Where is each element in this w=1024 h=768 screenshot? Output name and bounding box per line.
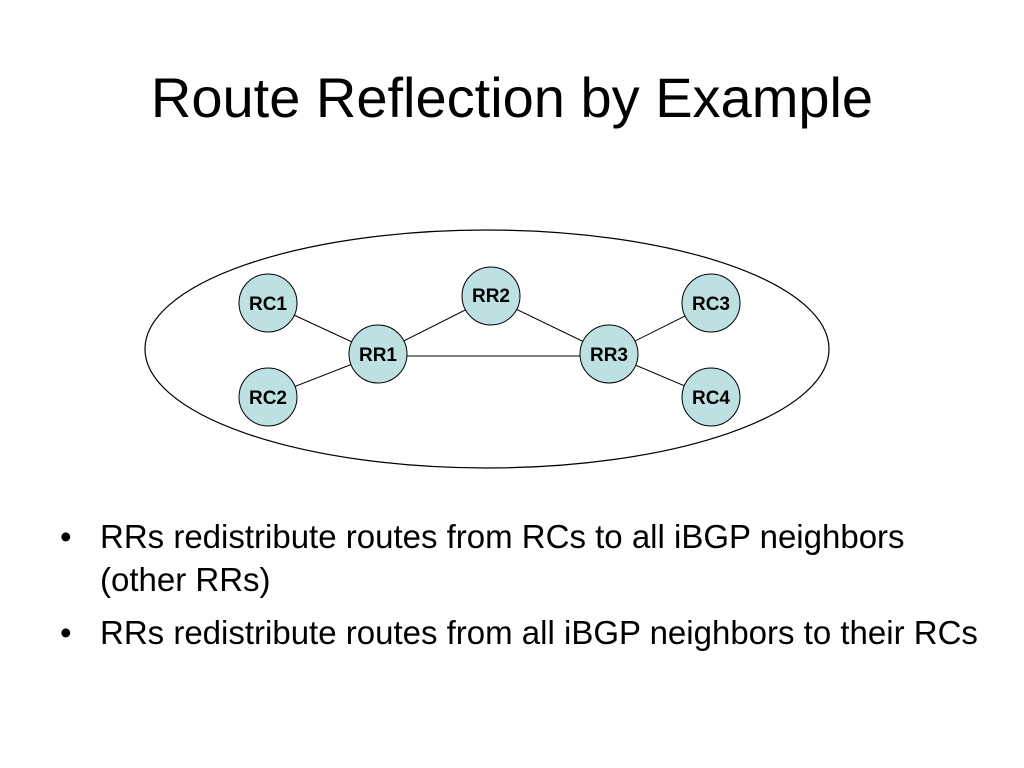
node-rc1-label: RC1 <box>249 294 287 315</box>
node-rr2: RR2 <box>461 266 521 326</box>
node-rc1: RC1 <box>238 273 298 333</box>
node-rc4-circle <box>681 367 741 427</box>
bullet-text: RRs redistribute routes from RCs to all … <box>100 518 905 598</box>
bullet-list: • RRs redistribute routes from RCs to al… <box>60 515 980 664</box>
node-rr3-circle <box>579 324 639 384</box>
node-rr1-circle <box>348 324 408 384</box>
slide-title: Route Reflection by Example <box>150 66 874 129</box>
node-rr2-label: RR2 <box>472 286 510 307</box>
node-rc2-label: RC2 <box>249 388 287 409</box>
bullet-marker: • <box>60 518 72 555</box>
node-rc3-label: RC3 <box>692 294 730 315</box>
node-rc3-circle <box>681 273 741 333</box>
bullet-text: RRs redistribute routes from all iBGP ne… <box>100 614 978 651</box>
node-rc4-label: RC4 <box>692 388 730 409</box>
node-rr3: RR3 <box>579 324 639 384</box>
node-rc2-circle <box>238 367 298 427</box>
bullet-marker: • <box>60 614 72 651</box>
node-rr1: RR1 <box>348 324 408 384</box>
node-rr1-label: RR1 <box>359 345 397 366</box>
node-rr3-label: RR3 <box>590 345 628 366</box>
node-rc4: RC4 <box>681 367 741 427</box>
bullet-item: • RRs redistribute routes from RCs to al… <box>60 515 980 601</box>
node-rr2-circle <box>461 266 521 326</box>
as-boundary-ellipse <box>144 229 830 469</box>
node-rc1-circle <box>238 273 298 333</box>
node-rc2: RC2 <box>238 367 298 427</box>
node-rc3: RC3 <box>681 273 741 333</box>
bullet-item: • RRs redistribute routes from all iBGP … <box>60 611 980 654</box>
